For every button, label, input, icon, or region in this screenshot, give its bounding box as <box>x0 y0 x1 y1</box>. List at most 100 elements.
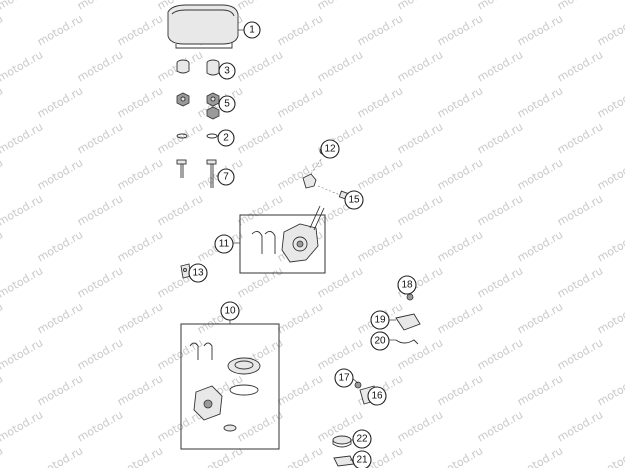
watermark-text: motod.ru <box>595 84 625 120</box>
watermark-text: motod.ru <box>0 264 45 300</box>
callout-2: 2 <box>217 129 235 147</box>
watermark-text: motod.ru <box>75 0 125 13</box>
watermark-text: motod.ru <box>595 444 625 468</box>
watermark-text: motod.ru <box>515 228 565 264</box>
svg-text:15: 15 <box>348 195 360 206</box>
watermark-text: motod.ru <box>0 84 5 120</box>
watermark-text: motod.ru <box>595 372 625 408</box>
watermark-text: motod.ru <box>115 372 165 408</box>
watermark-text: motod.ru <box>235 120 285 156</box>
callout-20: 20 <box>370 331 390 351</box>
watermark-text: motod.ru <box>315 336 365 372</box>
callout-13: 13 <box>188 263 208 283</box>
watermark-text: motod.ru <box>555 120 605 156</box>
watermark-text: motod.ru <box>0 120 45 156</box>
watermark-text: motod.ru <box>0 48 45 84</box>
watermark-text: motod.ru <box>515 372 565 408</box>
svg-text:10: 10 <box>224 306 236 317</box>
watermark-text: motod.ru <box>75 48 125 84</box>
watermark-text: motod.ru <box>155 192 205 228</box>
watermark-text: motod.ru <box>555 192 605 228</box>
svg-text:19: 19 <box>374 315 386 326</box>
svg-text:2: 2 <box>223 133 229 144</box>
watermark-text: motod.ru <box>355 228 405 264</box>
svg-text:11: 11 <box>219 239 230 250</box>
callout-15: 15 <box>344 190 364 210</box>
callout-22: 22 <box>352 429 372 449</box>
watermark-text: motod.ru <box>395 0 445 13</box>
watermark-text: motod.ru <box>475 336 525 372</box>
watermark-text: motod.ru <box>115 156 165 192</box>
watermark-text: motod.ru <box>475 48 525 84</box>
watermark-text: motod.ru <box>395 408 445 444</box>
part-lock-bracket <box>395 293 421 345</box>
svg-text:17: 17 <box>338 373 350 384</box>
assembly-box-11 <box>239 214 326 274</box>
watermark-text: motod.ru <box>35 156 85 192</box>
svg-text:13: 13 <box>192 268 204 279</box>
watermark-text: motod.ru <box>435 444 485 468</box>
watermark-text: motod.ru <box>555 0 605 13</box>
watermark-text: motod.ru <box>595 228 625 264</box>
watermark-text: motod.ru <box>395 120 445 156</box>
part-seat-pad <box>167 4 239 49</box>
svg-text:7: 7 <box>223 172 229 183</box>
watermark-text: motod.ru <box>475 408 525 444</box>
watermark-text: motod.ru <box>115 12 165 48</box>
watermark-text: motod.ru <box>595 156 625 192</box>
svg-text:20: 20 <box>374 336 386 347</box>
callout-layer: 1 3 5 2 7 12 15 11 13 10 18 19 20 17 16 … <box>188 21 417 468</box>
svg-text:16: 16 <box>371 391 383 402</box>
watermark-text: motod.ru <box>0 228 5 264</box>
svg-text:1: 1 <box>249 25 255 36</box>
watermark-text: motod.ru <box>195 444 245 468</box>
watermark-text: motod.ru <box>355 156 405 192</box>
watermark-text: motod.ru <box>35 12 85 48</box>
watermark-text: motod.ru <box>315 264 365 300</box>
watermark-text: motod.ru <box>0 192 45 228</box>
callout-17: 17 <box>334 368 354 388</box>
watermark-text: motod.ru <box>275 156 325 192</box>
watermark-text: motod.ru <box>515 300 565 336</box>
callout-12: 12 <box>320 139 340 159</box>
watermark-text: motod.ru <box>0 156 5 192</box>
watermark-text: motod.ru <box>35 444 85 468</box>
watermark-text: motod.ru <box>555 48 605 84</box>
watermark-text: motod.ru <box>75 408 125 444</box>
watermark-text: motod.ru <box>435 372 485 408</box>
watermark-text: motod.ru <box>0 408 45 444</box>
watermark-text: motod.ru <box>75 264 125 300</box>
watermark-text: motod.ru <box>235 0 285 13</box>
part-ignition-switch <box>251 205 325 263</box>
watermark-text: motod.ru <box>595 300 625 336</box>
callout-7: 7 <box>217 168 235 186</box>
watermark-text: motod.ru <box>275 84 325 120</box>
watermark-text: motod.ru <box>435 84 485 120</box>
watermark-text: motod.ru <box>555 336 605 372</box>
watermark-text: motod.ru <box>515 84 565 120</box>
watermark-text: motod.ru <box>0 372 5 408</box>
callout-5: 5 <box>218 95 236 113</box>
watermark-text: motod.ru <box>475 0 525 13</box>
watermark-text: motod.ru <box>555 264 605 300</box>
watermark-text: motod.ru <box>355 84 405 120</box>
watermark-text: motod.ru <box>275 12 325 48</box>
watermark-text: motod.ru <box>275 444 325 468</box>
watermark-text: motod.ru <box>0 444 5 468</box>
watermark-text: motod.ru <box>275 372 325 408</box>
watermark-text: motod.ru <box>475 120 525 156</box>
svg-text:12: 12 <box>324 144 336 155</box>
svg-text:18: 18 <box>401 280 413 291</box>
watermark-text: motod.ru <box>35 372 85 408</box>
watermark-text: motod.ru <box>435 156 485 192</box>
watermark-text: motod.ru <box>75 120 125 156</box>
watermark-text: motod.ru <box>275 300 325 336</box>
watermark-text: motod.ru <box>115 444 165 468</box>
watermark-text: motod.ru <box>235 264 285 300</box>
watermark-text: motod.ru <box>315 48 365 84</box>
callout-11: 11 <box>214 234 234 254</box>
watermark-text: motod.ru <box>0 0 45 13</box>
callout-21: 21 <box>352 450 372 468</box>
watermark-text: motod.ru <box>235 408 285 444</box>
watermark-text: motod.ru <box>115 300 165 336</box>
